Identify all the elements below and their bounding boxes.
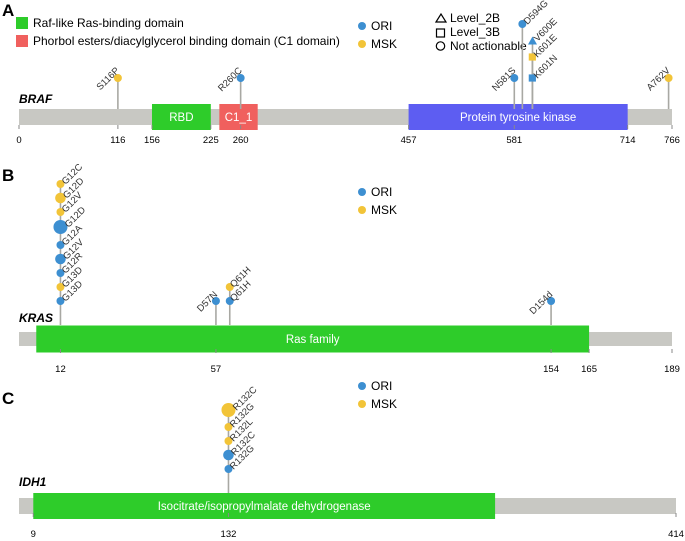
mutation-marker-s116p[interactable] [113,74,122,82]
domain-label: Ras family [286,334,340,346]
legend-dot-msk [358,206,366,214]
mutation-marker-r260c[interactable] [236,74,245,82]
tick-label: 414 [668,529,684,540]
legend-circle-icon [435,41,446,51]
panel-letter-a: A [2,1,14,20]
mutation-marker-g13d[interactable] [56,297,65,305]
tick-label: 132 [221,529,237,540]
legend-label-msk: MSK [371,397,397,411]
tick-label: 766 [664,135,680,146]
mutation-marker-a762v[interactable] [664,74,673,82]
legend-square-icon [435,28,446,38]
tick-label: 714 [620,135,636,146]
domain-label: C1_1 [225,112,253,124]
mutation-marker-g12d[interactable] [53,220,68,234]
legend-dot-msk [358,400,366,408]
tick-label: 457 [401,135,417,146]
mutation-marker-g12c[interactable] [56,180,65,188]
legend-label-msk: MSK [371,37,397,51]
mutation-marker-q61h[interactable] [225,297,234,305]
domain-protein-tyrosine-kinase [408,104,628,130]
mutation-marker-r132l[interactable] [224,437,233,445]
tick-label: 189 [664,364,680,375]
tick-label: 57 [211,364,222,375]
legend-label-notactionable: Not actionable [450,39,527,53]
mutation-marker-d57n[interactable] [211,297,220,305]
gene-name-braf: BRAF [19,92,53,106]
domain-isocitrate-isopropylmalate-dehydrogenase [33,493,496,519]
tick-label: 12 [55,364,66,375]
source-legend-a: ORI MSK [358,19,397,51]
mutation-marker-k601n[interactable] [528,74,536,82]
legend-label-c1: Phorbol esters/diacylglycerol binding do… [33,34,340,48]
legend-label-msk: MSK [371,203,397,217]
gene-name-kras: KRAS [19,311,53,325]
tick-label: 156 [144,135,160,146]
legend-label-ori: ORI [371,185,392,199]
tick-label: 154 [543,364,559,375]
panel-idh1: Isocitrate/isopropylmalate dehydrogenase… [19,384,684,540]
domain-c1-1 [219,104,258,130]
legend-dot-msk [358,40,366,48]
domain-rbd [151,104,211,130]
legend-label-ori: ORI [371,379,392,393]
mutation-marker-g13d[interactable] [56,283,65,291]
legend-label-rbd: Raf-like Ras-binding domain [33,16,184,30]
legend-dot-ori [358,22,366,30]
legend-label-level2b: Level_2B [450,11,500,25]
gene-name-idh1: IDH1 [19,475,47,489]
source-legend-c: ORI MSK [358,379,397,411]
legend-swatch-c1 [16,35,28,47]
domain-ras-family [36,325,590,353]
mutation-marker-r132c[interactable] [223,449,234,461]
mutation-marker-g12v[interactable] [55,253,66,265]
tick-label: 260 [233,135,249,146]
tick-label: 225 [203,135,219,146]
legend-swatch-rbd [16,17,28,29]
tick-label: 9 [31,529,36,540]
mutation-marker-k601e[interactable] [528,53,536,61]
panel-letter-c: C [2,389,14,408]
legend-dot-ori [358,188,366,196]
mutation-marker-g12a[interactable] [56,241,65,249]
domain-label: Isocitrate/isopropylmalate dehydrogenase [158,501,371,513]
source-legend-b: ORI MSK [358,185,397,217]
level-legend: Level_2B Level_3B Not actionable [434,11,527,53]
mutation-marker-r132c[interactable] [221,403,236,417]
tick-label: 0 [16,135,21,146]
mutation-marker-q61h[interactable] [225,283,234,291]
domain-label: RBD [169,112,193,124]
domain-label: Protein tyrosine kinase [460,112,576,124]
mutation-marker-g12r[interactable] [56,269,65,277]
panel-letter-b: B [2,166,14,185]
tick-label: 116 [110,135,125,146]
mutation-marker-g12d[interactable] [55,192,66,204]
mutation-marker-n581s[interactable] [510,74,519,82]
mutation-marker-d154d[interactable] [547,297,556,305]
tick-label: 581 [506,135,522,146]
legend-triangle-icon [434,12,448,23]
domain-legend: Raf-like Ras-binding domain Phorbol este… [16,16,340,48]
mutation-marker-d594g[interactable] [518,20,527,28]
legend-label-ori: ORI [371,19,392,33]
mutation-marker-r132g[interactable] [224,465,233,473]
legend-dot-ori [358,382,366,390]
mutation-marker-g12v[interactable] [56,208,65,216]
legend-label-level3b: Level_3B [450,25,500,39]
tick-label: 165 [581,364,597,375]
mutation-marker-r132g[interactable] [224,423,233,431]
mutation-marker-v600e[interactable] [527,36,537,45]
